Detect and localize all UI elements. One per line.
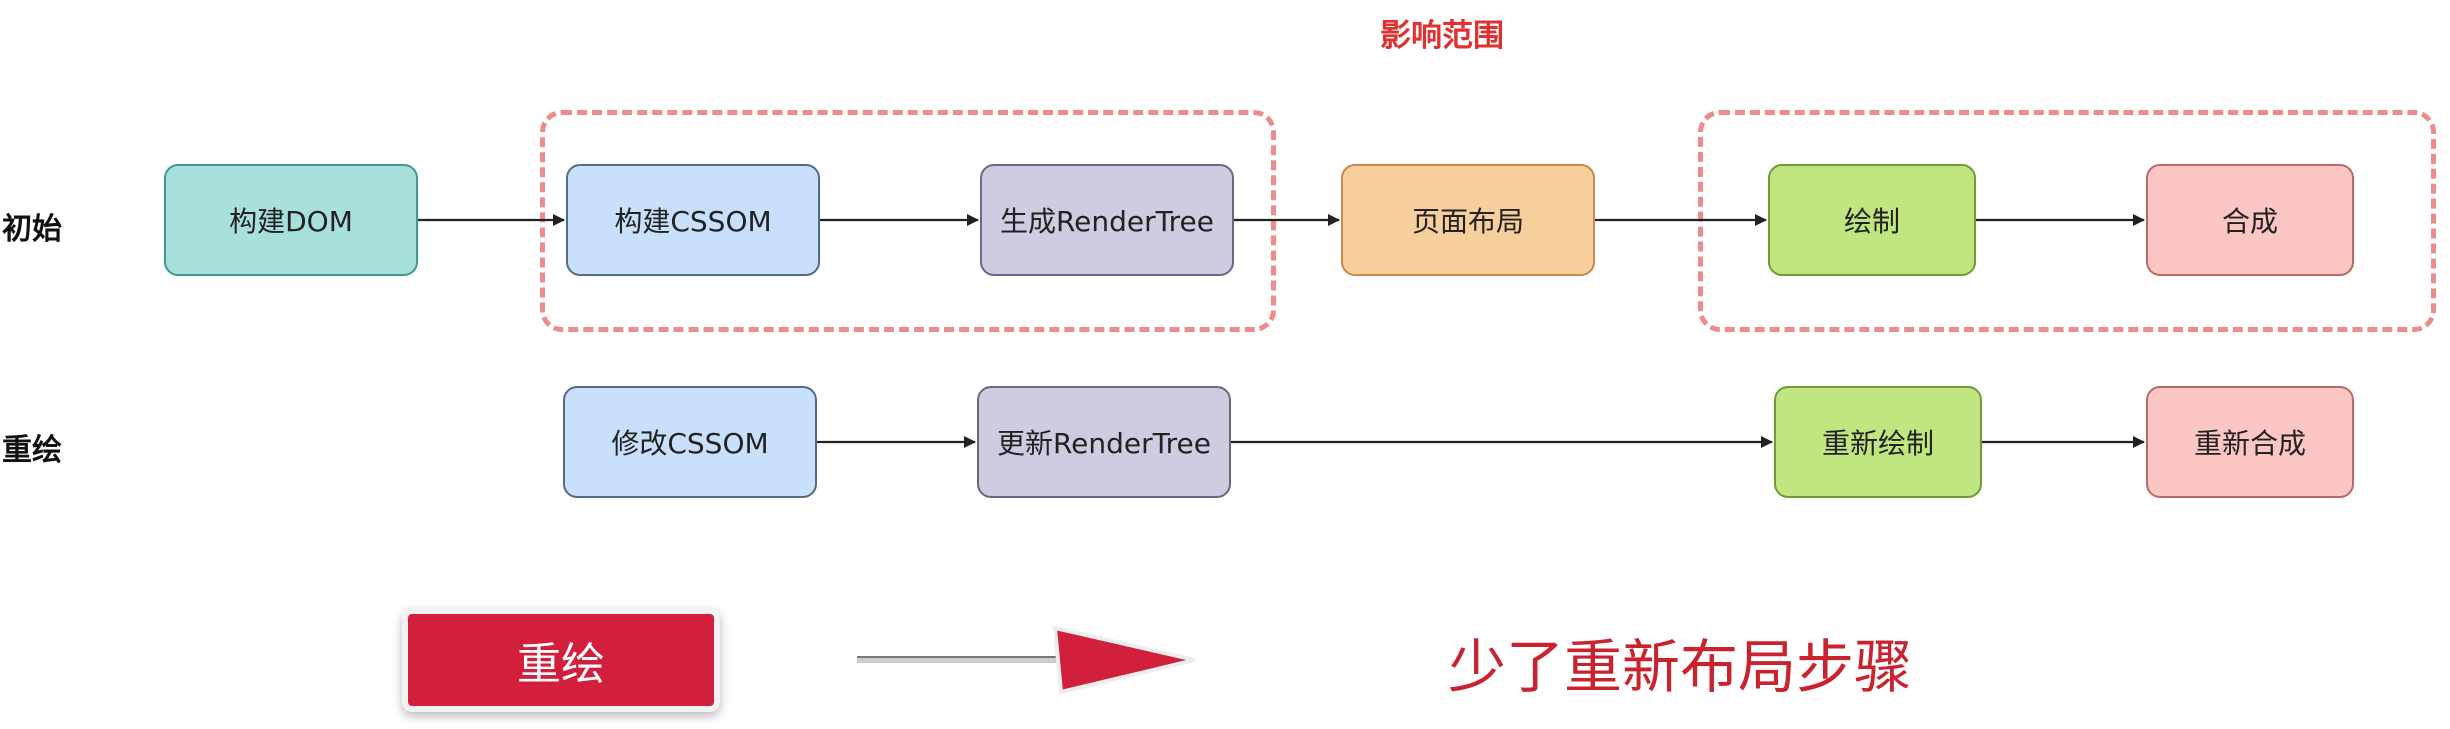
node-generate-rendertree: 生成RenderTree (980, 164, 1234, 276)
node-paint: 绘制 (1768, 164, 1976, 276)
scope-title: 影响范围 (1380, 18, 1504, 54)
row-label-initial: 初始 (2, 212, 62, 247)
node-recomposite: 重新合成 (2146, 386, 2354, 498)
node-build-cssom: 构建CSSOM (566, 164, 820, 276)
row-label-repaint: 重绘 (2, 433, 62, 468)
node-modify-cssom: 修改CSSOM (563, 386, 817, 498)
node-composite: 合成 (2146, 164, 2354, 276)
callout-arrow (857, 625, 1196, 695)
node-page-layout: 页面布局 (1341, 164, 1595, 276)
callout-note: 少了重新布局步骤 (1448, 633, 1913, 701)
node-update-rendertree: 更新RenderTree (977, 386, 1231, 498)
node-repaint: 重新绘制 (1774, 386, 1982, 498)
node-build-dom: 构建DOM (164, 164, 418, 276)
repaint-callout-button: 重绘 (402, 608, 720, 712)
